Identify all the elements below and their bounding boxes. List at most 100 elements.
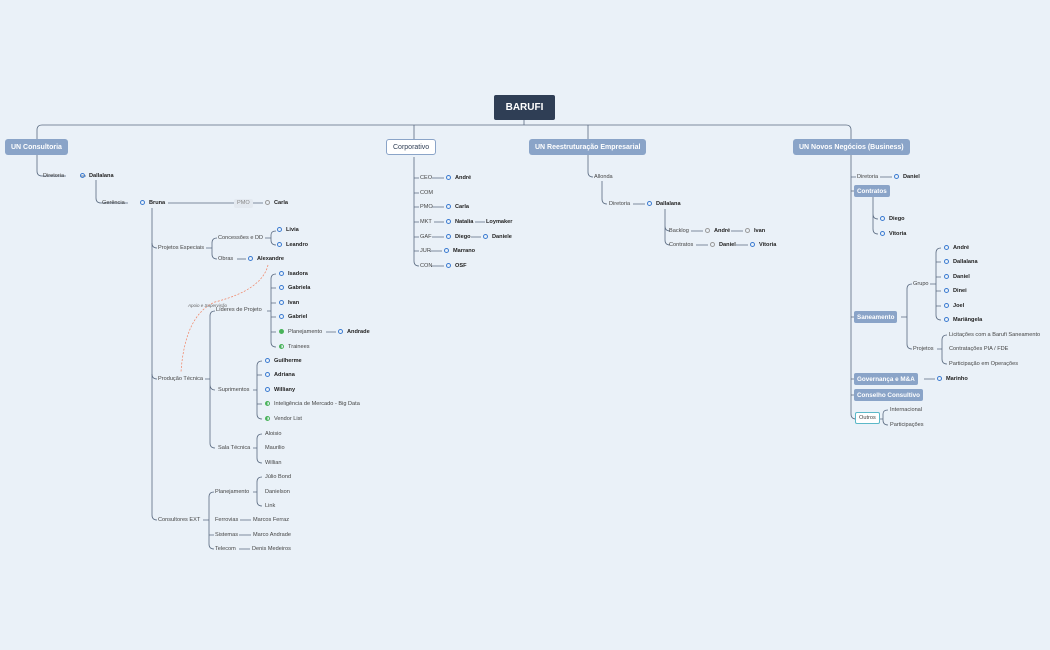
node-big-data[interactable]: Inteligência de Mercado - Big Data [265,400,360,409]
node-person[interactable]: Maurilio [265,445,285,451]
node-item[interactable]: Internacional [890,407,923,413]
node-allonda[interactable]: Allonda [594,174,613,180]
node-person[interactable]: Livia [277,226,299,235]
branch-corporativo[interactable]: Corporativo [386,139,437,155]
node-person[interactable]: Link [265,503,276,509]
root-node[interactable]: BARUFI [494,95,555,120]
node-person[interactable]: Marrano [444,247,475,256]
node-concessoes[interactable]: Concessões e DD [218,235,264,241]
node-gaf[interactable]: GAF [420,234,432,240]
node-person[interactable]: Andrade [338,328,370,337]
node-pmo[interactable]: PMO [420,204,433,210]
branch-un-novos-negocios[interactable]: UN Novos Negócios (Business) [793,139,910,155]
node-person[interactable]: Bruna [140,199,165,208]
node-person[interactable]: Carla [446,203,469,212]
node-person[interactable]: André [705,227,730,236]
node-backlog[interactable]: Backlog [669,228,689,234]
node-mkt[interactable]: MKT [420,219,432,225]
node-person[interactable]: Carla [265,199,288,208]
node-person[interactable]: Daniel [894,173,920,182]
node-person[interactable]: Dallalana [944,258,978,267]
node-diretoria[interactable]: Diretoria [857,174,879,180]
node-person[interactable]: André [944,244,969,253]
node-person[interactable]: Júlio Bond [265,474,292,480]
node-com[interactable]: COM [420,190,434,196]
node-person[interactable]: Williany [265,386,295,395]
node-person[interactable]: Daniel [944,273,970,282]
person-name: André [455,175,472,181]
node-person[interactable]: OSF [446,262,467,271]
node-contratos[interactable]: Contratos [854,185,890,197]
node-person[interactable]: Vitoria [750,241,776,250]
node-person[interactable]: Willian [265,460,282,466]
node-item[interactable]: Participações [890,422,924,428]
node-consultores-ext[interactable]: Consultores EXT [158,517,201,523]
node-pmo[interactable]: PMO [234,199,253,208]
node-outros[interactable]: Outros [855,412,880,424]
node-jur[interactable]: JUR [420,248,431,254]
node-vendor-list[interactable]: Vendor List [265,415,302,424]
node-grupo[interactable]: Grupo [913,281,929,287]
person-name: OSF [455,263,467,269]
node-person[interactable]: Denis Medeiros [252,546,291,552]
node-item[interactable]: Participação em Operações [949,361,1019,367]
node-trainees[interactable]: Trainees [279,343,310,352]
node-person[interactable]: Loymaker [486,219,513,225]
person-name: André [714,228,731,234]
node-person[interactable]: Mariângela [944,316,982,325]
person-name: Marrano [453,248,476,254]
node-lideres[interactable]: Líderes de Projeto [216,307,262,313]
node-person[interactable]: Leandro [277,241,308,250]
node-ext-planejamento[interactable]: Planejamento [215,489,250,495]
node-person[interactable]: Alexandre [248,255,284,264]
node-person[interactable]: Dallalana [80,172,114,181]
node-ceo[interactable]: CEO [420,175,433,181]
node-person[interactable]: Guilherme [265,357,302,366]
node-person[interactable]: Gabriel [279,313,307,322]
node-sistemas[interactable]: Sistemas [215,532,239,538]
node-person[interactable]: Diego [880,215,905,224]
node-person[interactable]: Marinho [937,375,968,384]
node-person[interactable]: Diego [446,233,471,242]
node-person[interactable]: Vitoria [880,230,906,239]
node-projetos-especiais[interactable]: Projetos Especiais [158,245,205,251]
node-person[interactable]: Natalia [446,218,473,227]
node-obras[interactable]: Obras [218,256,234,262]
node-suprimentos[interactable]: Suprimentos [218,387,250,393]
node-diretoria[interactable]: Diretoria [609,201,631,207]
node-person[interactable]: Daniele [483,233,512,242]
node-person[interactable]: Adriana [265,371,295,380]
node-person[interactable]: Ivan [745,227,765,236]
node-con[interactable]: CON [420,263,433,269]
node-person[interactable]: Aloisio [265,431,282,437]
node-person[interactable]: André [446,174,471,183]
node-person[interactable]: Marco Andrade [253,532,291,538]
node-contratos[interactable]: Contratos [669,242,694,248]
node-gerencia[interactable]: Gerência [102,200,125,206]
branch-un-consultoria[interactable]: UN Consultoria [5,139,68,155]
node-projetos[interactable]: Projetos [913,346,934,352]
node-person[interactable]: Joel [944,302,964,311]
node-person[interactable]: Ivan [279,299,299,308]
node-saneamento[interactable]: Saneamento [854,311,898,323]
node-person[interactable]: Isadora [279,270,308,279]
node-conselho[interactable]: Conselho Consultivo [854,389,923,401]
node-ferrovias[interactable]: Ferrovias [215,517,239,523]
node-person[interactable]: Gabriela [279,284,310,293]
node-sala-tecnica[interactable]: Sala Técnica [218,445,251,451]
node-person[interactable]: Daniel [710,241,736,250]
node-person[interactable]: Dinei [944,287,967,296]
node-item[interactable]: Contratações PIA / FDE [949,346,1009,352]
person-name: Diego [889,216,905,222]
branch-un-reestruturacao[interactable]: UN Reestruturação Empresarial [529,139,647,155]
node-planejamento[interactable]: Planejamento [279,328,322,337]
node-item[interactable]: Licitações com a Barufi Saneamento [949,332,1041,338]
node-person[interactable]: Marcos Ferraz [253,517,290,523]
person-name: Marinho [946,376,968,382]
node-governanca[interactable]: Governança e M&A [854,373,918,385]
node-diretoria[interactable]: Diretoria [43,173,65,179]
node-producao-tecnica[interactable]: Produção Técnica [158,376,203,382]
node-person[interactable]: Danielson [265,489,290,495]
node-person[interactable]: Dallalana [647,200,681,209]
node-telecom[interactable]: Telecom [215,546,236,552]
